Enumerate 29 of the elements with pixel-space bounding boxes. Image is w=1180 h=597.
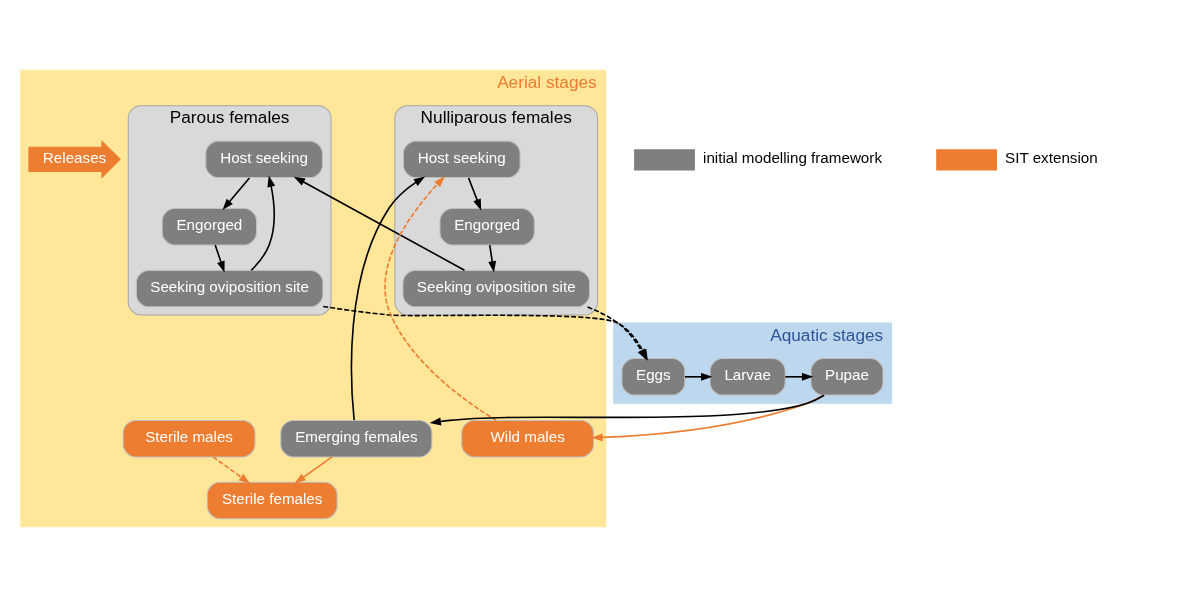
arrow [293,176,466,271]
arrow [684,372,713,381]
arrow [350,176,426,421]
arrow [488,244,497,273]
legend-label: SIT extension [1005,149,1098,167]
node-box: Host seeking [205,140,323,179]
node-box: Seeking oviposition site [135,269,324,308]
node-box: Host seeking [402,140,521,179]
node-box: Larvae [709,358,786,396]
node-box: Sterile females [206,481,338,520]
arrow [294,456,333,484]
arrow [214,244,225,273]
arrow [467,177,482,211]
node-box: Wild males [461,419,595,458]
legend-label: initial modelling framework [703,149,882,167]
arrow [222,177,251,211]
arrow [212,456,251,484]
node-box: Eggs [621,358,686,396]
arrow [250,175,276,272]
node-box: Engorged [161,208,257,246]
node-box: Seeking oviposition site [402,269,590,308]
arrow [429,394,825,426]
node-box: Sterile males [122,419,256,458]
node-box: Pupae [810,358,884,396]
arrow [591,394,825,442]
arrow [384,176,497,422]
node-box: Engorged [439,208,535,246]
arrow [784,372,814,381]
node-box: Emerging females [280,419,433,458]
